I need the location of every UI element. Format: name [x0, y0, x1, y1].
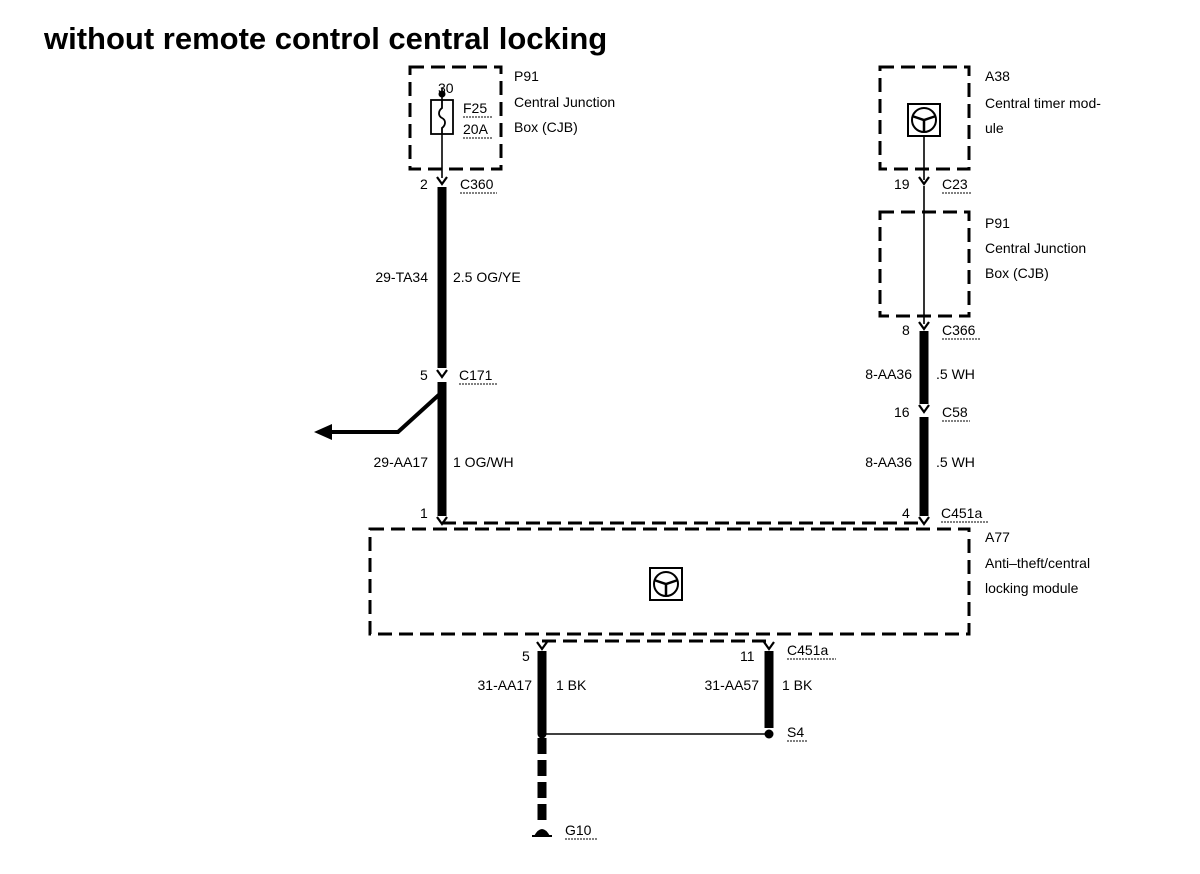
- timer-ref: A38: [985, 68, 1010, 84]
- timer-name-line1: Central timer mod-: [985, 95, 1101, 111]
- wire-29-aa17-circuit: 29-AA17: [374, 454, 429, 470]
- connector-c451a-right-symbol: [917, 515, 931, 526]
- wire-8-aa36-lower-circuit: 8-AA36: [865, 454, 912, 470]
- antitheft-name-line2: locking module: [985, 580, 1079, 596]
- wire-31-aa57-spec: 1 BK: [782, 677, 813, 693]
- c23-name: C23: [942, 176, 968, 192]
- c171-name: C171: [459, 367, 493, 383]
- wire-31-aa17-spec: 1 BK: [556, 677, 587, 693]
- cjb-right-ref: P91: [985, 215, 1010, 231]
- connector-c171-symbol: [435, 368, 449, 379]
- splice-s4-node-right: [764, 729, 774, 739]
- antitheft-module-box: [368, 527, 971, 636]
- connector-c451a-bottom-right-symbol: [762, 640, 776, 651]
- wire-31-aa17-circuit: 31-AA17: [478, 677, 533, 693]
- fuse-ref: F25: [463, 100, 487, 116]
- wire-29-ta34-circuit: 29-TA34: [375, 269, 428, 285]
- cjb-top-terminal: 30: [438, 80, 454, 96]
- ground-g10-name: G10: [565, 822, 592, 838]
- connector-c58-symbol: [917, 403, 931, 414]
- cjb-top-name-line1: Central Junction: [514, 94, 615, 110]
- wire-31-aa57-circuit: 31-AA57: [705, 677, 760, 693]
- cjb-top-ref: P91: [514, 68, 539, 84]
- c58-pin: 16: [894, 404, 910, 420]
- c366-pin: 8: [902, 322, 910, 338]
- c360-name: C360: [460, 176, 494, 192]
- connector-c360-symbol: [435, 175, 449, 186]
- antitheft-ref: A77: [985, 529, 1010, 545]
- c451a-left-pin: 1: [420, 505, 428, 521]
- c451a-bottom-name: C451a: [787, 642, 828, 658]
- c451a-right-name: C451a: [941, 505, 982, 521]
- splice-s4-node-left: [537, 729, 547, 739]
- timer-name-line2: ule: [985, 120, 1004, 136]
- connector-c451a-bottom-left-symbol: [535, 640, 549, 651]
- c360-pin: 2: [420, 176, 428, 192]
- c451a-right-pin: 4: [902, 505, 910, 521]
- c451a-bottom-pin-left: 5: [522, 648, 530, 664]
- c23-pin: 19: [894, 176, 910, 192]
- cjb-top-box: [408, 65, 503, 171]
- cjb-right-name-line2: Box (CJB): [985, 265, 1049, 281]
- fuse-rating: 20A: [463, 121, 489, 137]
- ground-symbol: [532, 829, 552, 837]
- wire-8-aa36-upper-circuit: 8-AA36: [865, 366, 912, 382]
- antitheft-module-icon: [649, 567, 683, 601]
- wire-29-ta34-spec: 2.5 OG/YE: [453, 269, 521, 285]
- cjb-right-name-line1: Central Junction: [985, 240, 1086, 256]
- fuse-f25-symbol: [430, 88, 454, 178]
- splice-s4-name: S4: [787, 724, 804, 740]
- timer-module-icon: [907, 103, 941, 137]
- c366-name: C366: [942, 322, 976, 338]
- c171-pin: 5: [420, 367, 428, 383]
- cjb-top-name-line2: Box (CJB): [514, 119, 578, 135]
- c58-name: C58: [942, 404, 968, 420]
- diagram-title: without remote control central locking: [43, 21, 607, 56]
- c451a-bottom-pin-right: 11: [740, 648, 755, 664]
- wire-8-aa36-lower-spec: .5 WH: [936, 454, 975, 470]
- branch-arrow: [314, 390, 444, 440]
- wire-8-aa36-upper-spec: .5 WH: [936, 366, 975, 382]
- wire-29-aa17-spec: 1 OG/WH: [453, 454, 514, 470]
- antitheft-name-line1: Anti–theft/central: [985, 555, 1090, 571]
